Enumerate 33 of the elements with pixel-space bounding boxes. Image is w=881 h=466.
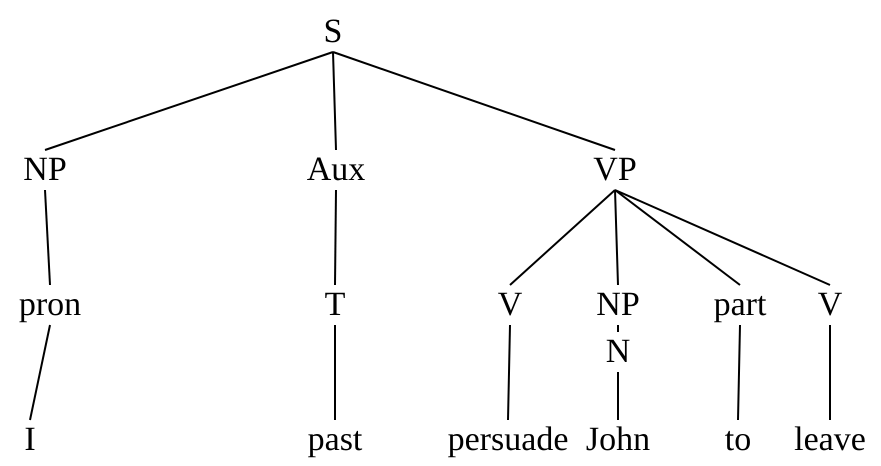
- tree-node-label: pron: [18, 287, 82, 323]
- tree-node-label: T: [324, 287, 346, 323]
- tree-branch-line: [332, 52, 337, 150]
- tree-branch-line: [617, 325, 619, 332]
- tree-branch-line: [507, 324, 511, 420]
- tree-node-label: VP: [593, 152, 637, 188]
- tree-node-label: NP: [23, 152, 67, 188]
- tree-branch-line: [332, 51, 616, 151]
- tree-branch-line: [509, 189, 616, 286]
- tree-node-label: to: [724, 422, 752, 458]
- tree-branch-line: [29, 324, 51, 420]
- tree-node-label: V: [498, 287, 522, 323]
- tree-branch-line: [617, 372, 619, 420]
- tree-node-label: NP: [596, 287, 640, 323]
- tree-node-label: leave: [794, 422, 866, 458]
- tree-branch-line: [614, 190, 619, 286]
- tree-branch-line: [614, 189, 830, 286]
- tree-branch-line: [614, 189, 741, 286]
- tree-branch-line: [829, 325, 831, 420]
- tree-node-label: N: [606, 334, 630, 370]
- tree-branch-line: [44, 190, 51, 286]
- tree-branch-line: [334, 190, 337, 286]
- tree-node-label: past: [308, 422, 362, 458]
- tree-branch-line: [334, 325, 336, 420]
- tree-node-label: John: [586, 422, 650, 458]
- tree-node-label: part: [714, 287, 766, 323]
- tree-node-label: V: [818, 287, 842, 323]
- tree-branch-line: [44, 51, 334, 151]
- tree-node-label: S: [324, 14, 342, 50]
- tree-node-label: Aux: [306, 152, 366, 188]
- tree-node-label: persuade: [448, 422, 568, 458]
- tree-node-label: I: [24, 422, 36, 458]
- tree-branch-line: [737, 324, 741, 420]
